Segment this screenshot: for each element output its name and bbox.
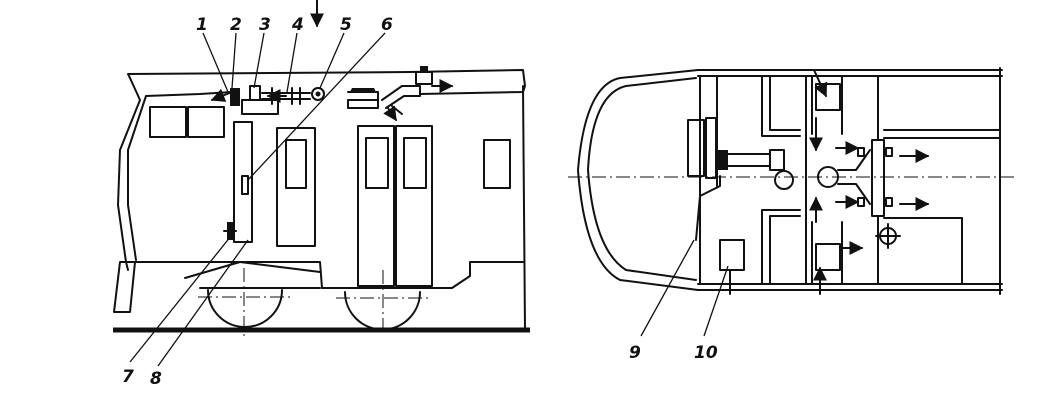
wall-grille [241,175,249,195]
plan-fan-box-10 [719,239,745,271]
callout-10: 10 [694,343,718,363]
callout-9: 9 [629,343,641,363]
leader-lines-left [129,32,386,367]
plan-nose-outer [577,69,699,291]
cab-window-right [187,106,225,138]
callout-2: 2 [230,15,242,35]
callout-4: 4 [291,15,304,35]
front-plough [113,261,136,313]
plan-arrow-down-1 [813,69,828,98]
plan-view [568,67,1015,295]
plan-traction-duct [871,139,885,217]
plan-nose-inner [587,77,697,281]
callout-3: 3 [259,15,271,35]
plan-fan-box-bottom [815,243,841,271]
cab-partition-wall [233,121,253,243]
roof-duct [381,85,421,109]
duct-fan [311,87,325,101]
machine-door-right [395,125,433,287]
callout-6: 6 [381,15,393,35]
side-elevation-view [113,0,530,336]
machine-door-left [357,125,395,287]
plan-central-blower [817,166,839,188]
callout-8: 8 [150,369,162,389]
side-window [483,139,511,189]
roof-intake [415,71,433,85]
cab-front [117,77,141,271]
plan-body-bottom [697,283,1003,291]
roof-down-arrow [383,105,397,122]
rear-wheel [336,270,432,336]
body-rear-edge [522,85,526,331]
leader-lines-right [640,239,729,337]
front-wheel [198,268,292,336]
cab-window-left [149,106,187,138]
plan-cab-fan [687,119,705,177]
frame-line [135,261,524,289]
plan-body-top [697,69,1003,77]
plan-blower [774,170,794,190]
callout-1: 1 [196,15,208,35]
frame-lower [184,261,321,279]
roof-fan-unit [347,91,379,109]
cab-air-arrow [210,88,233,102]
callout-5: 5 [340,15,352,35]
callout-7: 7 [122,367,134,387]
cab-fan-base [230,88,240,106]
plan-fan-box-top [815,83,841,111]
cab-front-inner [127,91,233,261]
